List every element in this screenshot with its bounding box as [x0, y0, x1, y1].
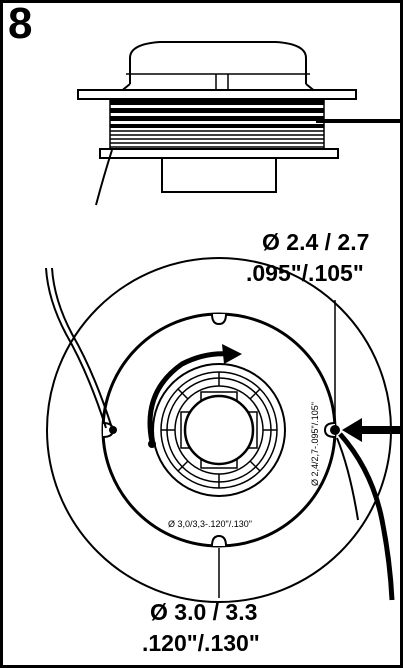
insertion-arrow	[342, 418, 403, 442]
callout-bottom-inches: .120"/.130"	[142, 630, 260, 656]
line-right-exit	[338, 432, 395, 601]
spool-top-view	[45, 257, 403, 603]
spool-label-bottom-slot: Ø 3,0/3,3-.120"/.130"	[168, 519, 252, 529]
callout-bottom-diameter: Ø 3.0 / 3.3	[150, 599, 258, 625]
spool-side-view	[77, 41, 403, 206]
callout-top-inches: .095"/.105"	[246, 260, 364, 286]
spool-top-flange	[77, 89, 357, 100]
spool-knob-cap	[129, 41, 307, 84]
rotation-arrow-shaft	[147, 351, 231, 443]
spool-hub	[161, 157, 277, 193]
callout-top-diameter: Ø 2.4 / 2.7	[262, 229, 370, 255]
right-eyelet	[330, 425, 340, 435]
rotation-arrow-head	[222, 344, 242, 364]
spool-grooves	[109, 100, 325, 150]
spool-bottom-flange	[99, 148, 339, 159]
wound-line-layers	[110, 100, 324, 128]
line-end-left	[95, 149, 113, 206]
spool-label-right-slot: Ø 2,4/2,7-.095"/.105"	[310, 402, 320, 486]
hub-bore	[183, 394, 255, 466]
hub-outer-ring	[152, 363, 286, 497]
line-left-feed	[45, 267, 107, 429]
hub-lattice	[161, 372, 277, 488]
step-number: 8	[8, 0, 33, 48]
